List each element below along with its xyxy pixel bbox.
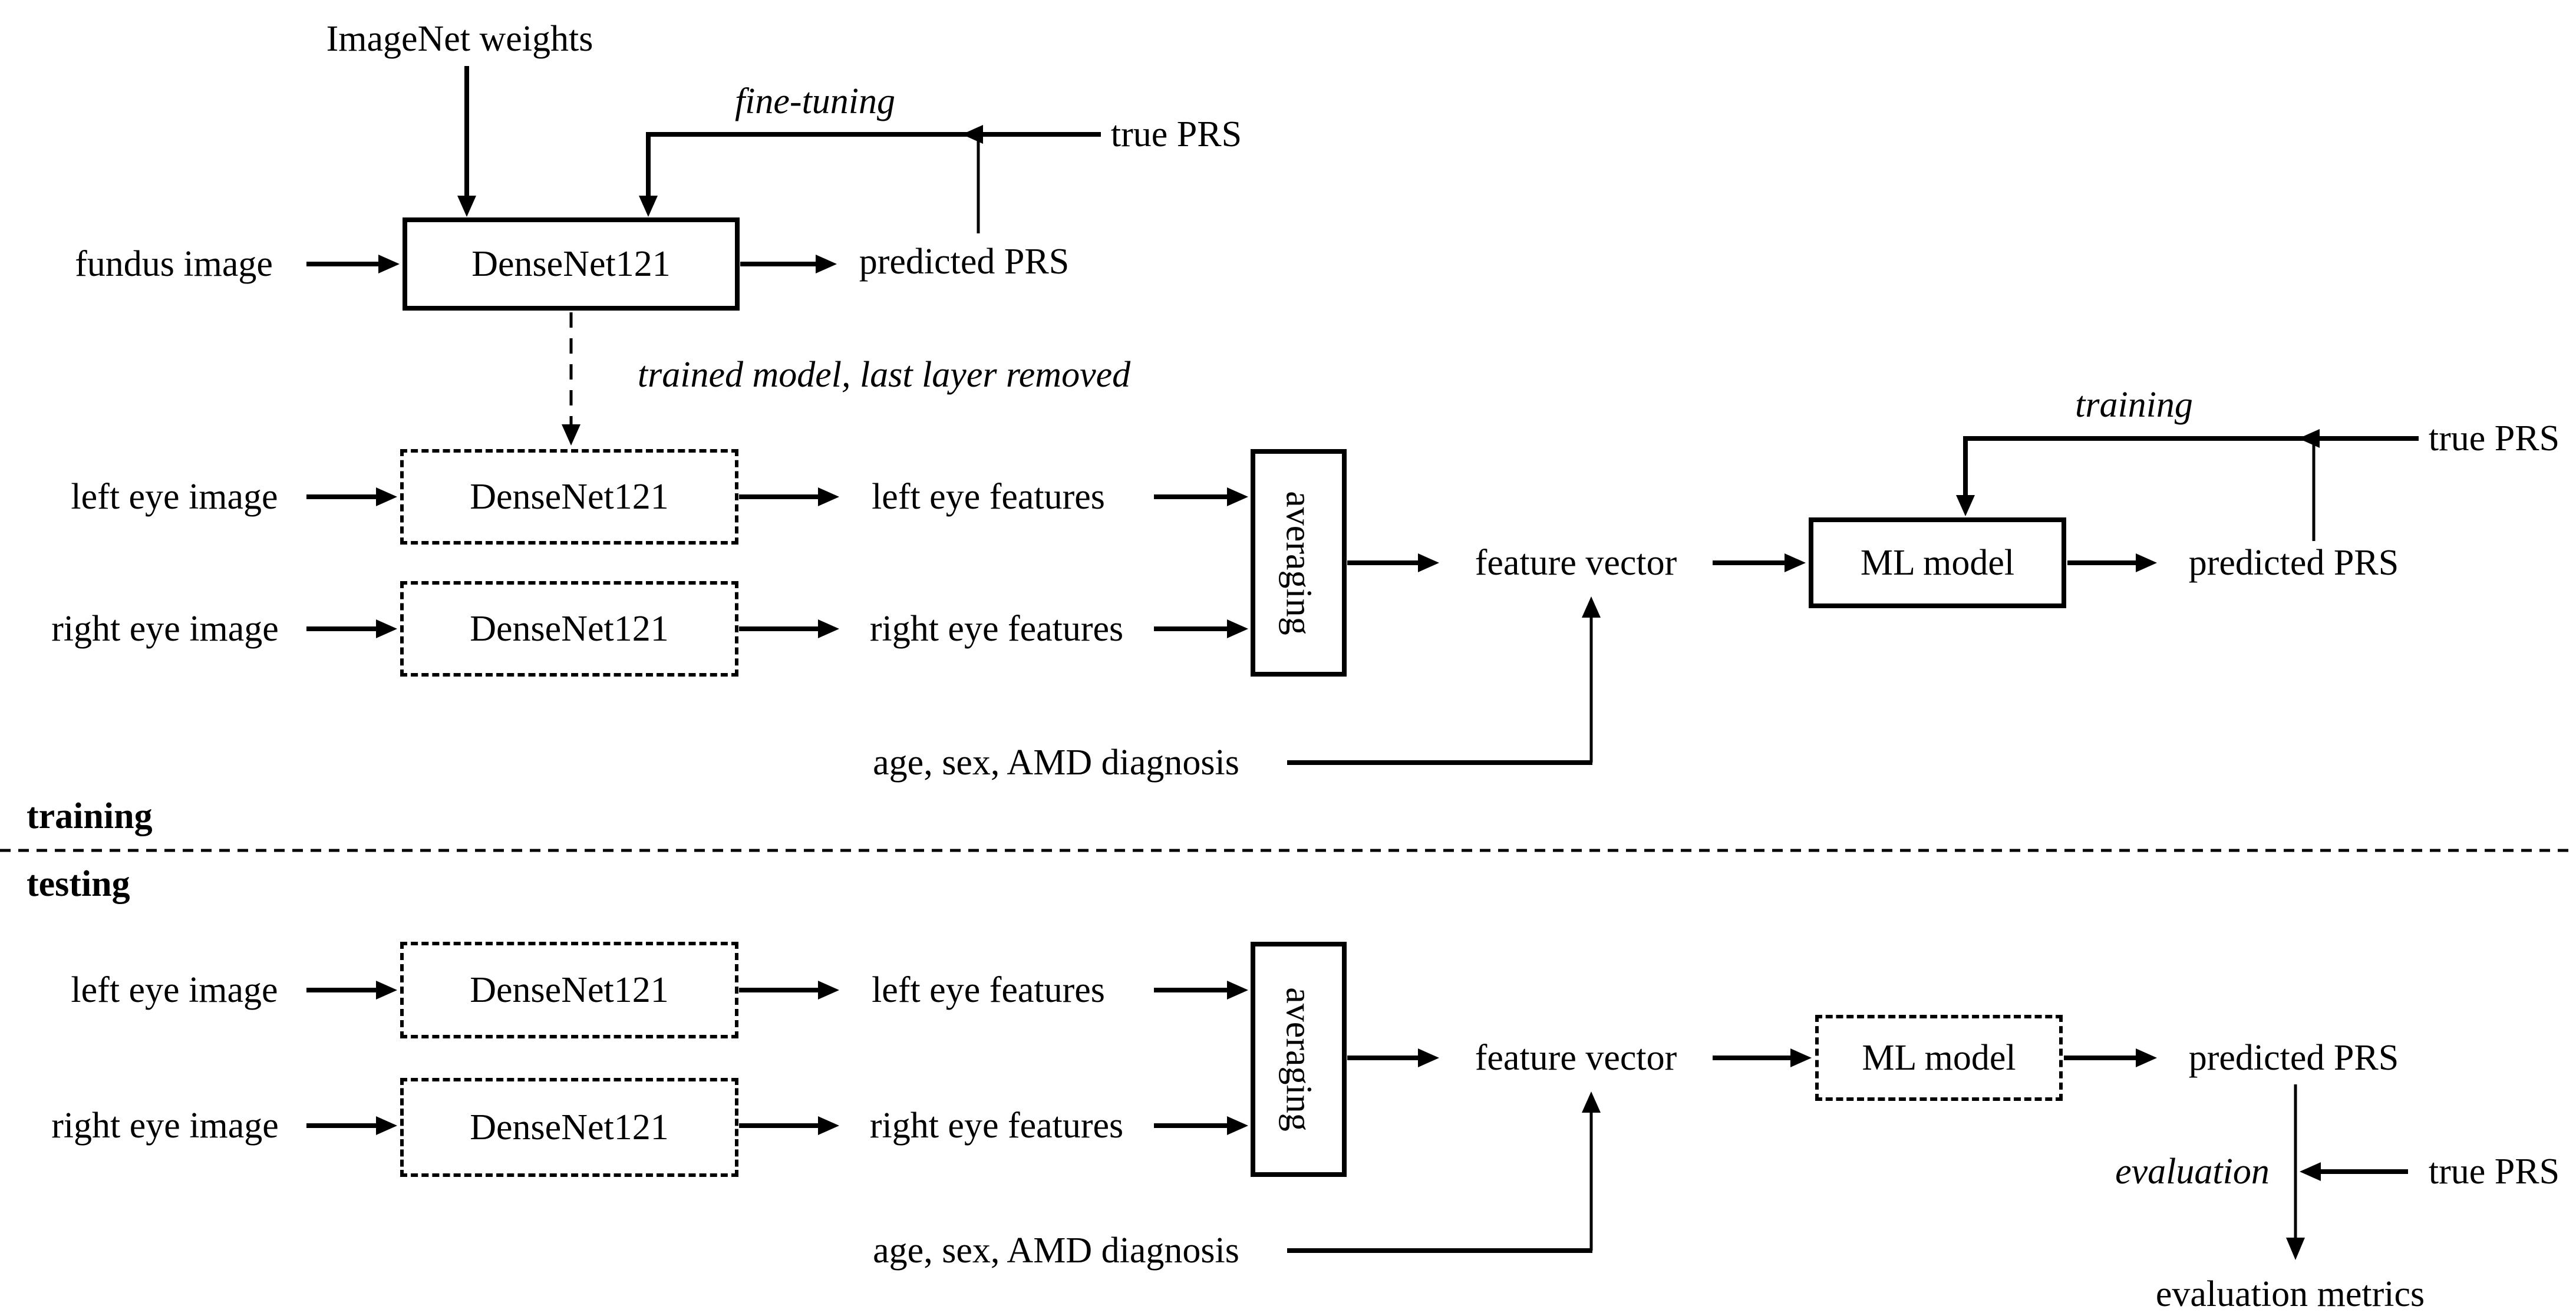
fine-tuning-feedback-arrow [639, 132, 978, 217]
imagenet-weights-label: ImageNet weights [326, 18, 593, 59]
training-feedback-label: training [2075, 384, 2193, 425]
train-left-output-arrow [739, 487, 839, 506]
evaluation-label: evaluation [2115, 1151, 2270, 1192]
test-left-eye-image-label: left eye image [71, 969, 278, 1010]
train-ml-model-box: ML model [1809, 517, 2066, 608]
training-feedback-arrow [1956, 436, 2314, 516]
train-right-densenet-label: DenseNet121 [470, 608, 669, 649]
test-ml-output-arrow [2064, 1048, 2157, 1067]
test-right-features-arrow [1154, 1116, 1248, 1135]
test-left-output-arrow [739, 981, 839, 1000]
fundus-image-label: fundus image [75, 243, 273, 284]
test-averaging-box: averaging [1251, 942, 1347, 1177]
evaluation-metrics-label: evaluation metrics [2155, 1274, 2425, 1314]
test-right-output-arrow [739, 1116, 839, 1135]
test-left-eye-features-label: left eye features [872, 969, 1105, 1010]
imagenet-weights-arrow [457, 66, 476, 217]
fundus-image-arrow [306, 255, 400, 273]
test-left-features-arrow [1154, 981, 1248, 1000]
train-left-densenet-box: DenseNet121 [400, 449, 738, 545]
train-right-features-arrow [1154, 619, 1248, 638]
fine-tuning-label: fine-tuning [734, 81, 896, 121]
train-left-features-arrow [1154, 487, 1248, 506]
train-averaging-box: averaging [1251, 449, 1347, 677]
test-left-densenet-label: DenseNet121 [470, 969, 669, 1010]
trained-model-label: trained model, last layer removed [637, 354, 1131, 395]
train-right-densenet-box: DenseNet121 [400, 581, 738, 677]
test-feature-to-ml-arrow [1713, 1048, 1812, 1067]
true-prs-bottom-label: true PRS [2428, 1151, 2560, 1192]
densenet-finetune-box: DenseNet121 [403, 217, 740, 311]
test-feature-vector-label: feature vector [1475, 1037, 1677, 1078]
train-covariates-connector [1287, 596, 1601, 765]
train-left-densenet-label: DenseNet121 [470, 476, 669, 517]
densenet-output-arrow [740, 255, 837, 273]
train-ml-model-label: ML model [1860, 542, 2015, 583]
densenet-finetune-label: DenseNet121 [471, 243, 671, 284]
training-section-label: training [27, 796, 153, 836]
test-right-densenet-box: DenseNet121 [400, 1078, 738, 1177]
true-prs-mid-arrow [2298, 429, 2419, 448]
test-right-eye-features-label: right eye features [869, 1105, 1124, 1146]
train-averaging-output-arrow [1347, 553, 1439, 572]
test-predicted-prs-label: predicted PRS [2188, 1037, 2399, 1078]
predicted-prs-top-label: predicted PRS [859, 241, 1070, 282]
test-averaging-output-arrow [1347, 1048, 1439, 1067]
train-predicted-prs-label: predicted PRS [2188, 542, 2399, 583]
train-left-eye-features-label: left eye features [872, 476, 1105, 517]
testing-section-label: testing [27, 863, 130, 904]
true-prs-mid-label: true PRS [2428, 418, 2560, 459]
test-right-input-arrow [306, 1116, 397, 1135]
test-left-densenet-box: DenseNet121 [400, 942, 738, 1038]
train-covariates-label: age, sex, AMD diagnosis [873, 742, 1239, 783]
train-feature-to-ml-arrow [1713, 553, 1806, 572]
train-right-eye-features-label: right eye features [869, 608, 1124, 649]
test-averaging-label: averaging [1279, 987, 1319, 1132]
train-left-input-arrow [306, 487, 397, 506]
trained-model-dashed-arrow [562, 312, 580, 446]
test-left-input-arrow [306, 981, 397, 1000]
true-prs-top-label: true PRS [1110, 114, 1242, 154]
test-ml-model-box: ML model [1815, 1015, 2063, 1101]
train-right-input-arrow [306, 619, 397, 638]
evaluation-arrow [2286, 1084, 2305, 1260]
train-left-eye-image-label: left eye image [71, 476, 278, 517]
train-right-eye-image-label: right eye image [51, 608, 279, 649]
true-prs-bottom-arrow [2300, 1162, 2408, 1181]
test-right-eye-image-label: right eye image [51, 1105, 279, 1146]
test-covariates-connector [1287, 1091, 1601, 1253]
true-prs-top-arrow [962, 125, 1101, 144]
test-ml-model-label: ML model [1862, 1037, 2016, 1078]
test-right-densenet-label: DenseNet121 [470, 1107, 669, 1147]
train-averaging-label: averaging [1279, 490, 1319, 635]
test-covariates-label: age, sex, AMD diagnosis [873, 1230, 1239, 1271]
train-right-output-arrow [739, 619, 839, 638]
train-feature-vector-label: feature vector [1475, 542, 1677, 583]
train-ml-output-arrow [2067, 553, 2157, 572]
